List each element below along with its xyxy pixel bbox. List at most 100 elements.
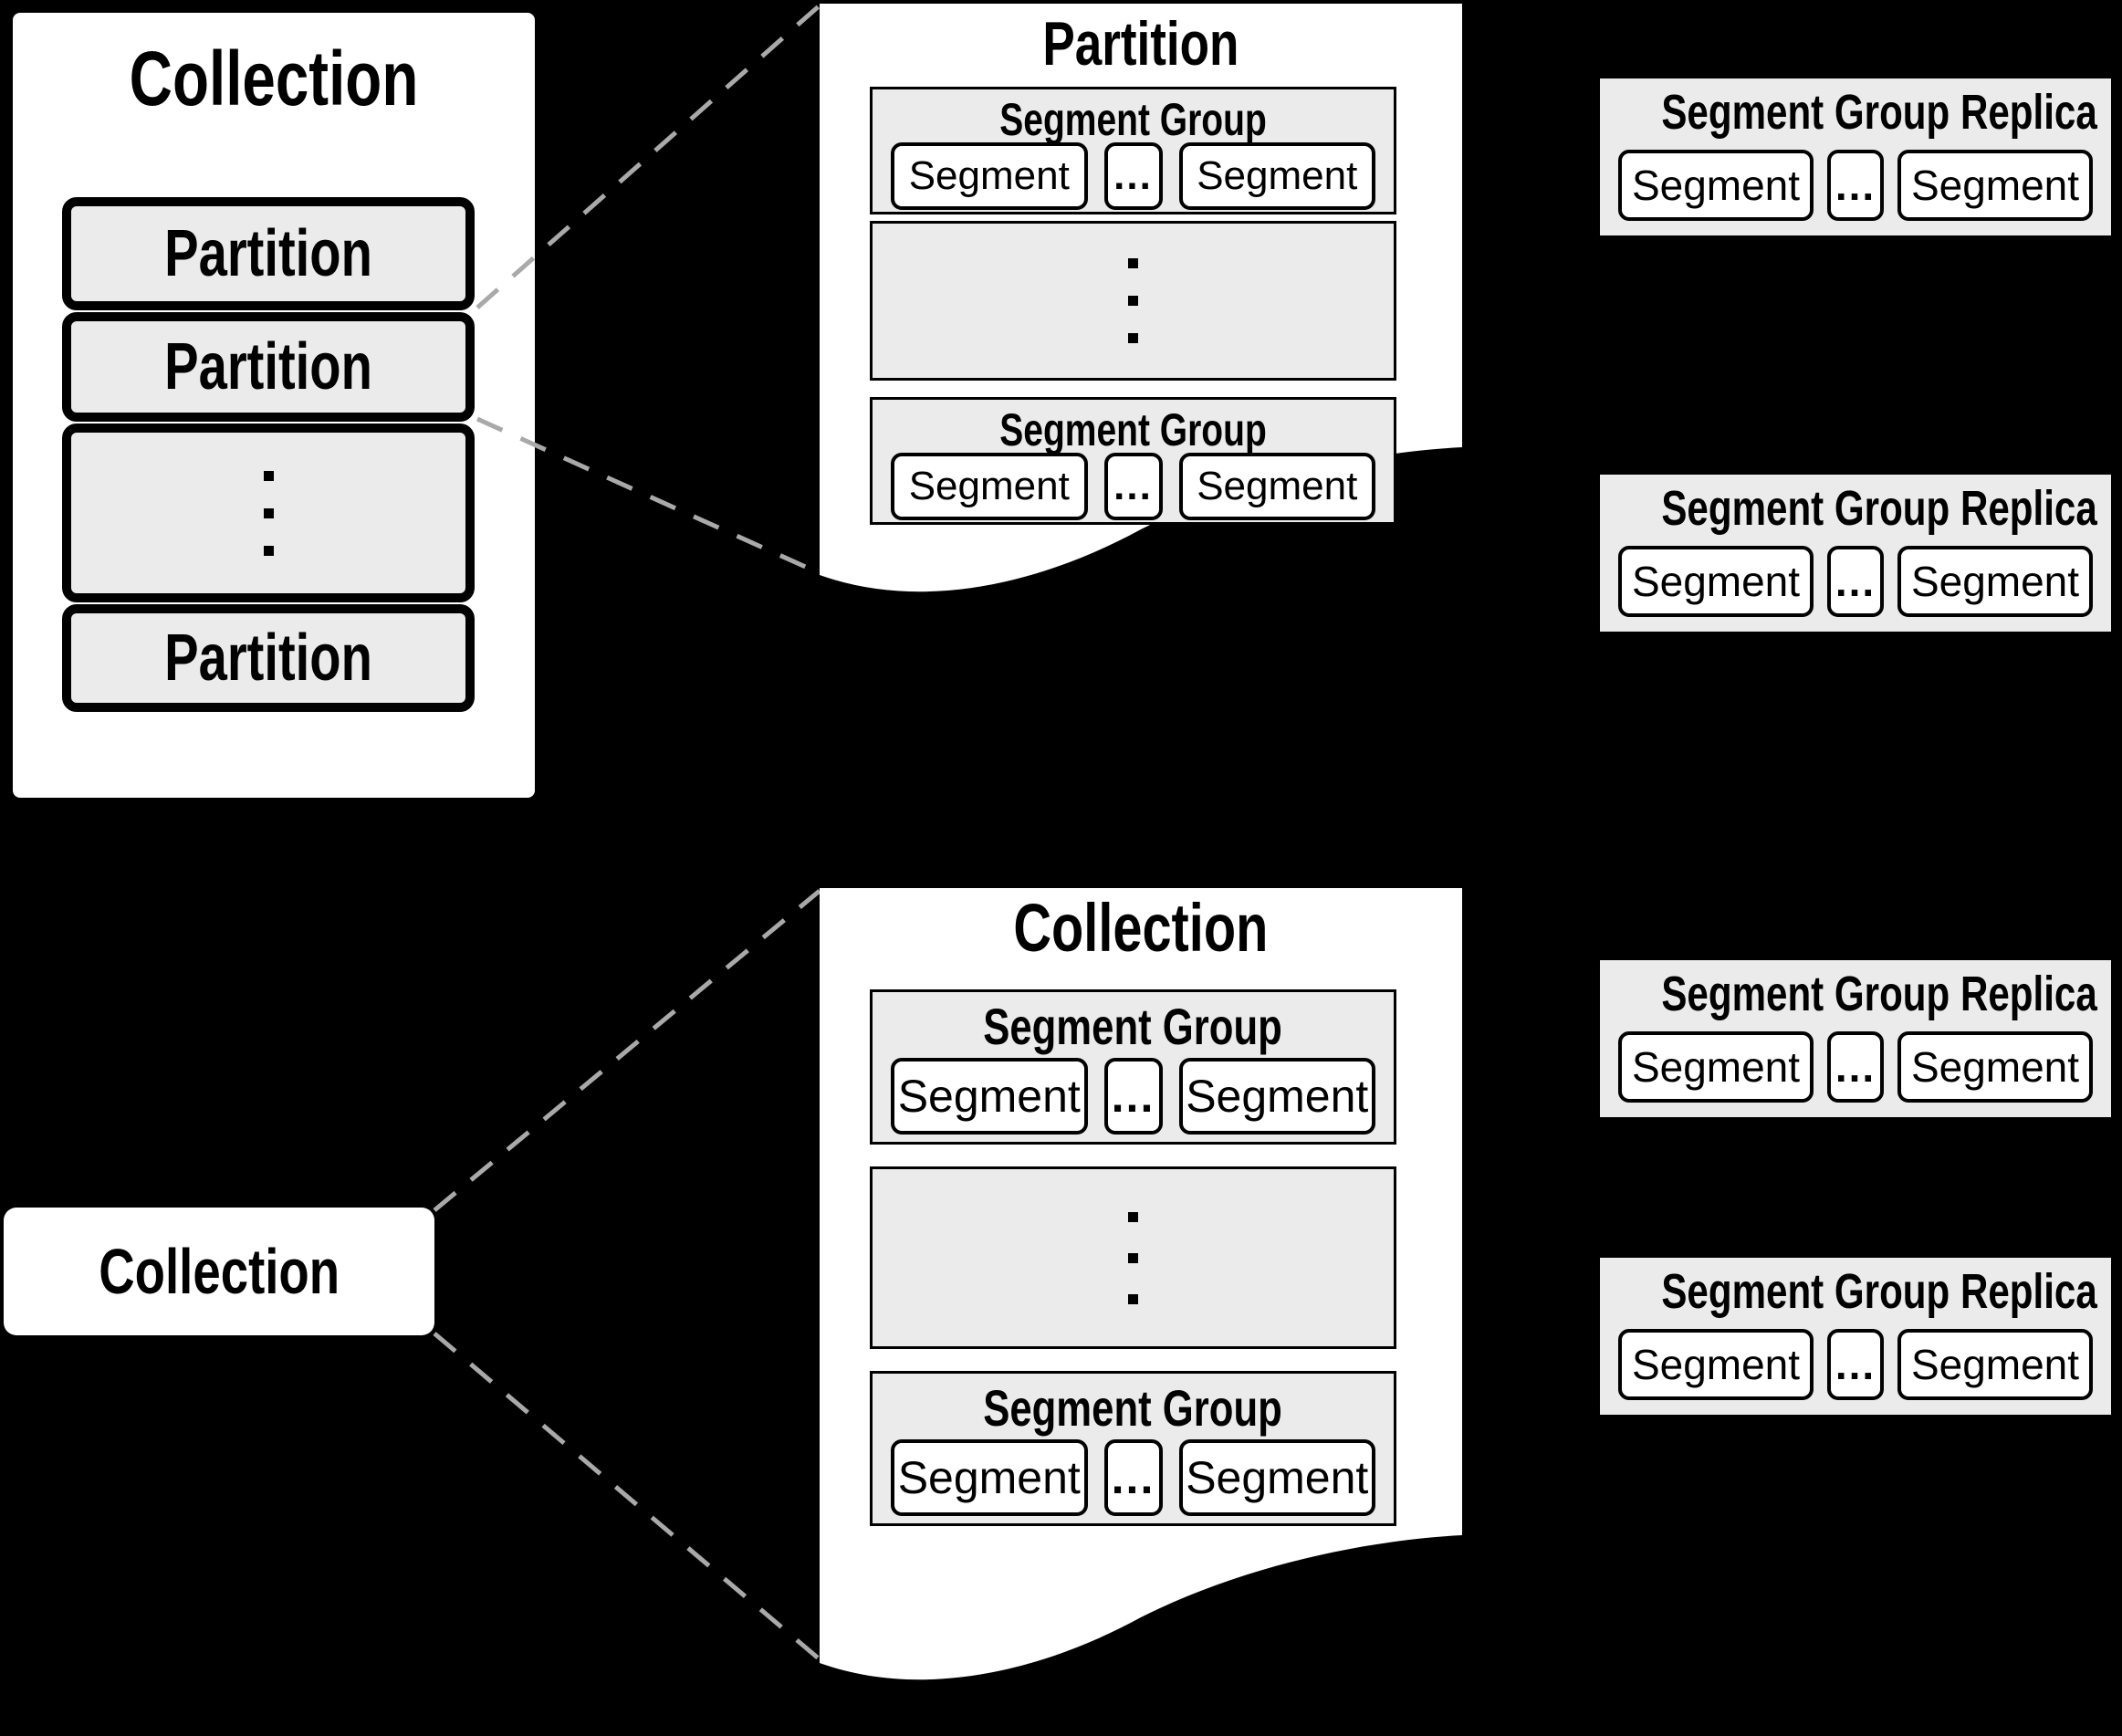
segment-label: Segment <box>1631 1341 1801 1388</box>
ellipsis-label: ... <box>1111 1452 1155 1503</box>
segment-label: Segment <box>908 153 1070 198</box>
dot <box>1128 296 1138 306</box>
segment-box: Segment <box>1178 142 1375 210</box>
ellipsis-label: ... <box>1113 153 1153 198</box>
collection-page-title-text: Collection <box>1013 890 1269 966</box>
segment-group-box-3: Segment Group Segment ... Segment <box>870 989 1396 1145</box>
dot <box>263 545 274 556</box>
collection-box-bottom-title: Collection <box>99 1236 340 1307</box>
segment-box: Segment <box>891 1439 1088 1516</box>
segment-label: Segment <box>1910 1341 2080 1388</box>
segment-label: Segment <box>1910 558 2080 605</box>
segment-group-replica-3: Segment Group Replica Segment ... Segmen… <box>1600 960 2111 1117</box>
partition-page-title-text: Partition <box>1042 9 1239 78</box>
segment-group-replica-4: Segment Group Replica Segment ... Segmen… <box>1600 1258 2111 1415</box>
segment-box: Segment <box>1178 1439 1375 1516</box>
ellipsis-label: ... <box>1111 1071 1155 1122</box>
replica-1-title-text: Segment Group Replica <box>1661 85 2097 140</box>
segment-label: Segment <box>1631 558 1801 605</box>
replica-3-row: Segment ... Segment <box>1618 1031 2093 1103</box>
ellipsis-box: ... <box>1827 546 1884 617</box>
vertical-ellipsis-icon <box>873 224 1394 378</box>
segment-label: Segment <box>908 464 1070 508</box>
segment-box: Segment <box>891 1058 1088 1135</box>
segment-box: Segment <box>891 142 1088 210</box>
segment-box: Segment <box>1618 1329 1814 1400</box>
segment-group-4-title-text: Segment Group <box>983 1379 1283 1437</box>
segment-group-1-title: Segment Group <box>873 97 1394 142</box>
segment-box: Segment <box>1178 453 1375 520</box>
partition-item-2-label: Partition <box>164 330 372 403</box>
segment-group-replica-1: Segment Group Replica Segment ... Segmen… <box>1600 78 2111 235</box>
replica-1-title: Segment Group Replica <box>1600 88 2111 137</box>
segment-label: Segment <box>897 1452 1081 1503</box>
collection-page-title: Collection <box>820 894 1462 962</box>
collection-box-bottom: Collection <box>4 1208 434 1335</box>
segment-group-3-title: Segment Group <box>873 1001 1394 1052</box>
segment-group-4-row: Segment ... Segment <box>891 1439 1375 1516</box>
replica-4-row: Segment ... Segment <box>1618 1329 2093 1400</box>
dot <box>1128 1252 1138 1263</box>
dot <box>263 507 274 518</box>
replica-4-title-text: Segment Group Replica <box>1661 1264 2097 1319</box>
dot <box>1128 333 1138 343</box>
partition-item-1-label: Partition <box>164 217 372 290</box>
segment-label: Segment <box>1631 1043 1801 1091</box>
ellipsis-label: ... <box>1113 464 1153 508</box>
dot <box>1128 258 1138 268</box>
ellipsis-label: ... <box>1835 1043 1876 1091</box>
vertical-ellipsis-icon <box>873 1169 1394 1346</box>
ellipsis-label: ... <box>1835 558 1876 605</box>
ellipsis-box: ... <box>1103 1058 1163 1135</box>
segment-group-1-title-text: Segment Group <box>999 94 1267 145</box>
partition-item-1: Partition <box>62 197 475 310</box>
segment-group-ellipsis-box-top <box>870 221 1396 381</box>
segment-group-box-2: Segment Group Segment ... Segment <box>870 397 1396 525</box>
ellipsis-box: ... <box>1103 142 1163 210</box>
replica-2-title: Segment Group Replica <box>1600 484 2111 533</box>
segment-box: Segment <box>1897 1329 2093 1400</box>
replica-1-row: Segment ... Segment <box>1618 150 2093 221</box>
segment-label: Segment <box>1631 162 1801 209</box>
segment-box: Segment <box>1618 150 1814 221</box>
segment-box: Segment <box>1897 546 2093 617</box>
segment-group-ellipsis-box-bottom <box>870 1166 1396 1349</box>
segment-box: Segment <box>1618 546 1814 617</box>
replica-3-title: Segment Group Replica <box>1600 969 2111 1019</box>
ellipsis-box: ... <box>1827 150 1884 221</box>
partition-ellipsis-box <box>62 424 475 602</box>
collection-box-top-title-text: Collection <box>129 36 419 121</box>
segment-label: Segment <box>1910 1043 2080 1091</box>
partition-page-title: Partition <box>820 13 1462 75</box>
dashed-connector-bottom-lower <box>433 1332 821 1661</box>
dot <box>1128 1211 1138 1222</box>
collection-box-top-title: Collection <box>13 40 535 117</box>
replica-4-title: Segment Group Replica <box>1600 1267 2111 1316</box>
segment-label: Segment <box>1186 1452 1369 1503</box>
segment-group-3-row: Segment ... Segment <box>891 1058 1375 1135</box>
replica-2-title-text: Segment Group Replica <box>1661 481 2097 536</box>
ellipsis-box: ... <box>1827 1031 1884 1103</box>
segment-label: Segment <box>1197 153 1358 198</box>
ellipsis-box: ... <box>1827 1329 1884 1400</box>
dashed-connector-bottom-upper <box>433 889 821 1212</box>
vertical-ellipsis-icon <box>71 433 465 593</box>
segment-group-2-title: Segment Group <box>873 407 1394 453</box>
dot <box>263 470 274 481</box>
segment-box: Segment <box>1897 150 2093 221</box>
replica-2-row: Segment ... Segment <box>1618 546 2093 617</box>
segment-label: Segment <box>1186 1071 1369 1122</box>
segment-label: Segment <box>1197 464 1358 508</box>
replica-3-title-text: Segment Group Replica <box>1661 967 2097 1021</box>
ellipsis-box: ... <box>1103 453 1163 520</box>
segment-label: Segment <box>897 1071 1081 1122</box>
segment-group-box-1: Segment Group Segment ... Segment <box>870 87 1396 214</box>
segment-group-3-title-text: Segment Group <box>983 998 1283 1055</box>
segment-label: Segment <box>1910 162 2080 209</box>
ellipsis-box: ... <box>1103 1439 1163 1516</box>
partition-item-2: Partition <box>62 312 475 422</box>
segment-group-2-title-text: Segment Group <box>999 404 1267 455</box>
partition-item-3: Partition <box>62 604 475 712</box>
collection-box-top: Collection Partition Partition Partition <box>4 4 544 807</box>
